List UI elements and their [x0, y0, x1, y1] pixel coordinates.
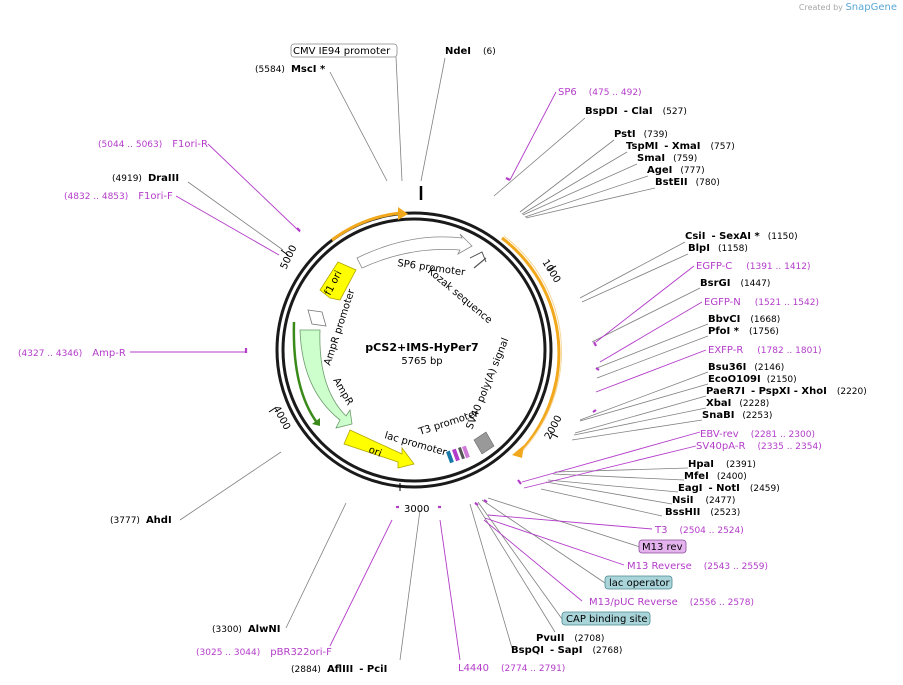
site-ecoo109i[interactable]: EcoO109I(2150)	[708, 374, 797, 385]
primer-ebv-rev[interactable]: EBV-rev(2281 .. 2300)	[700, 429, 815, 440]
site-smai[interactable]: SmaI(759)	[637, 153, 697, 164]
orf-arc	[501, 236, 561, 454]
site-hpai[interactable]: HpaI(2391)	[688, 459, 756, 470]
lac-operator-label: lac operator	[609, 578, 670, 589]
cmv-box	[290, 43, 398, 58]
primer-amp-r[interactable]: (4327 .. 4346)Amp-R	[18, 348, 126, 359]
site-ahdi[interactable]: (3777)AhdI	[110, 515, 172, 526]
tick-5000: 5000	[279, 244, 300, 272]
primer-sp6[interactable]: SP6(475 .. 492)	[558, 87, 642, 98]
site-ndei[interactable]: NdeI(6)	[445, 46, 496, 57]
site-eagi[interactable]: EagI- NotI(2459)	[678, 483, 780, 494]
site-bsrgi[interactable]: BsrGI(1447)	[700, 278, 770, 289]
site-xbai[interactable]: XbaI(2228)	[706, 398, 769, 409]
site-pfoi[interactable]: PfoI *(1756)	[708, 326, 779, 337]
site-bsshii[interactable]: BssHII(2523)	[665, 507, 740, 518]
site-bbvci[interactable]: BbvCI(1668)	[708, 314, 780, 325]
primer-lines	[130, 91, 707, 661]
site-tspmi[interactable]: TspMI- XmaI(757)	[626, 141, 735, 152]
site-msci[interactable]: (5584)MscI *	[255, 64, 326, 75]
site-snabi[interactable]: SnaBI(2253)	[702, 410, 772, 421]
site-bsu36i[interactable]: Bsu36I(2146)	[708, 362, 784, 373]
backbone-inner	[281, 217, 547, 483]
site-psti[interactable]: PstI(739)	[614, 129, 668, 140]
ori-label: ori	[367, 445, 383, 460]
cap-binding-box	[561, 611, 651, 626]
primer-t3[interactable]: T3(2504 .. 2524)	[654, 525, 744, 536]
site-agei[interactable]: AgeI(777)	[647, 165, 705, 176]
primer-f1ori-f[interactable]: (4832 .. 4853)F1ori-F	[64, 191, 173, 202]
site-pvuii[interactable]: PvuII(2708)	[536, 633, 604, 644]
f1-ori-arrow	[319, 261, 357, 301]
ampr-arrow	[299, 329, 353, 429]
primer-sv40pa-r[interactable]: SV40pA-R(2335 .. 2354)	[696, 441, 822, 452]
site-csii[interactable]: CsiI- SexAI *(1150)	[685, 231, 798, 242]
site-blpi[interactable]: BlpI(1158)	[688, 243, 748, 254]
primer-m13-reverse[interactable]: M13 Reverse(2543 .. 2559)	[627, 561, 768, 572]
backbone-outer	[275, 211, 553, 489]
primer-f1ori-r[interactable]: (5044 .. 5063)F1ori-R	[98, 139, 208, 150]
plasmid-name: pCS2+IMS-HyPer7	[365, 341, 478, 354]
primer-egfp-n[interactable]: EGFP-N(1521 .. 1542)	[704, 297, 819, 308]
lac-operator-box	[604, 575, 673, 590]
snapgene-credit: Created by SnapGene	[798, 2, 897, 13]
primer-exfp-r[interactable]: EXFP-R(1782 .. 1801)	[708, 345, 822, 356]
ampr-promoter-arrow	[307, 309, 327, 327]
site-alwni[interactable]: (3300)AlwNI	[212, 624, 280, 635]
site-bspdi[interactable]: BspDI- ClaI(527)	[585, 106, 687, 117]
tick-3000: 3000	[404, 504, 429, 515]
site-mfei[interactable]: MfeI(2400)	[684, 471, 747, 482]
primers: SP6(475 .. 492) EGFP-C(1391 .. 1412) EGF…	[18, 87, 822, 674]
site-nsii[interactable]: NsiI(2477)	[672, 495, 735, 506]
site-afliii[interactable]: (2884)AflIII- PciI	[291, 664, 387, 675]
site-draiii[interactable]: (4919)DraIII	[112, 173, 179, 184]
snapgene-logo: SnapGene	[845, 2, 897, 13]
sites-left: (5584)MscI * (4919)DraIII (3777)AhdI (33…	[110, 64, 387, 675]
cap-binding-label: CAP binding site	[566, 614, 648, 625]
primer-m13-puc-reverse[interactable]: M13/pUC Reverse(2556 .. 2578)	[589, 597, 754, 608]
tick-2000: 2000	[543, 414, 565, 442]
sp6-promoter-arrow	[356, 233, 473, 269]
primer-egfp-c[interactable]: EGFP-C(1391 .. 1412)	[696, 261, 811, 272]
m13-rev-box	[638, 539, 687, 554]
site-paer7i[interactable]: PaeR7I- PspXI - XhoI(2220)	[706, 386, 867, 397]
m13-rev-label: M13 rev	[642, 542, 683, 553]
plasmid-size: 5765 bp	[401, 356, 442, 367]
primer-l4440[interactable]: L4440(2774 .. 2791)	[458, 663, 565, 674]
site-bsteii[interactable]: BstEII(780)	[655, 177, 720, 188]
site-bspqi[interactable]: BspQI- SapI(2768)	[511, 645, 622, 656]
primer-pbr322ori-f[interactable]: (3025 .. 3044)pBR322ori-F	[196, 647, 332, 658]
cmv-label: CMV IE94 promoter	[293, 46, 391, 57]
ori-arrow	[343, 429, 415, 469]
sites-right: NdeI(6) BspDI- ClaI(527) PstI(739) TspMI…	[445, 46, 867, 656]
